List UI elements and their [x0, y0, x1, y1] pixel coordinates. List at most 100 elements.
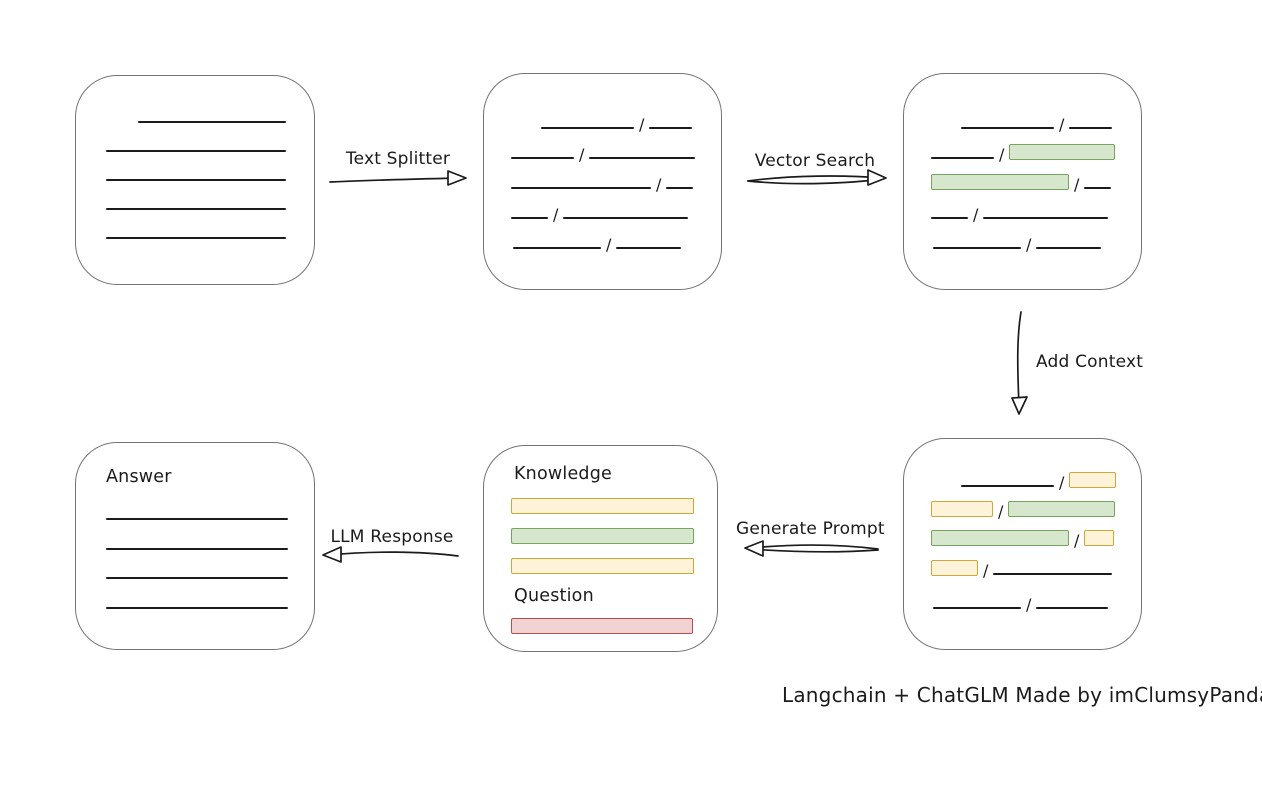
text-line	[983, 217, 1109, 219]
text-line	[1084, 187, 1112, 189]
text-row: /	[961, 471, 1117, 492]
text-line	[616, 247, 682, 249]
text-row: /	[933, 233, 1102, 254]
answer-label: Answer	[106, 467, 172, 487]
text-line	[138, 121, 286, 123]
llm-response-arrow	[322, 546, 459, 563]
text-line	[961, 485, 1054, 487]
text-row: /	[931, 529, 1115, 550]
text-line	[511, 217, 548, 219]
slash-separator: /	[1059, 115, 1065, 134]
text-line	[993, 573, 1113, 575]
text-line	[563, 217, 689, 219]
text-line	[931, 217, 968, 219]
green-chunk	[511, 528, 694, 544]
generate-prompt-label: Generate Prompt	[736, 519, 885, 539]
split-chunks-box: / / / / /	[483, 73, 722, 290]
slash-separator: /	[1074, 531, 1080, 550]
text-line	[961, 127, 1054, 129]
text-line	[931, 157, 994, 159]
text-line	[1036, 247, 1102, 249]
slash-separator: /	[998, 502, 1004, 521]
text-row	[106, 563, 288, 580]
text-row: /	[931, 559, 1113, 580]
text-row: /	[931, 500, 1116, 521]
yellow-chunk	[511, 498, 694, 514]
text-row	[138, 107, 286, 124]
text-row	[106, 194, 286, 211]
text-row: /	[511, 203, 689, 224]
yellow-chunk	[931, 560, 978, 576]
text-splitter-label: Text Splitter	[345, 149, 451, 169]
vector-search-arrow	[747, 169, 887, 186]
yellow-chunk	[1084, 530, 1115, 546]
red-chunk	[511, 618, 693, 634]
green-chunk	[931, 530, 1069, 546]
text-line	[541, 127, 634, 129]
yellow-chunk	[931, 501, 993, 517]
text-line	[511, 157, 574, 159]
green-chunk	[931, 174, 1069, 190]
text-row	[106, 223, 286, 240]
text-row	[511, 527, 694, 544]
text-row	[106, 136, 286, 153]
text-row	[511, 557, 694, 574]
answer-box: Answer	[75, 442, 315, 650]
slash-separator: /	[553, 205, 559, 224]
add-context-label: Add Context	[1036, 352, 1144, 372]
text-row: /	[513, 233, 682, 254]
llm-response-label: LLM Response	[330, 527, 454, 547]
slash-separator: /	[973, 205, 979, 224]
text-row	[106, 165, 286, 182]
text-line	[1036, 607, 1109, 609]
text-line	[933, 607, 1021, 609]
add-context-arrow	[1011, 311, 1028, 415]
slash-separator: /	[1059, 473, 1065, 492]
slash-separator: /	[1026, 235, 1032, 254]
text-line	[933, 247, 1021, 249]
slash-separator: /	[1026, 595, 1032, 614]
slash-separator: /	[606, 235, 612, 254]
slash-separator: /	[579, 145, 585, 164]
text-row: /	[931, 173, 1112, 193]
text-line	[106, 179, 286, 181]
caption: Langchain + ChatGLM Made by imClumsyPand…	[782, 683, 1262, 707]
text-line	[513, 247, 601, 249]
yellow-chunk	[1069, 472, 1117, 488]
text-row: /	[931, 203, 1109, 224]
text-line	[106, 548, 288, 550]
text-line	[106, 208, 286, 210]
text-row	[511, 617, 693, 634]
text-line	[666, 187, 694, 189]
text-row	[106, 504, 288, 521]
yellow-chunk	[511, 558, 694, 574]
prompt-box: Knowledge Question	[483, 445, 718, 652]
slash-separator: /	[983, 561, 989, 580]
slash-separator: /	[639, 115, 645, 134]
text-line	[106, 577, 288, 579]
text-row	[511, 497, 694, 514]
generate-prompt-arrow	[744, 540, 879, 557]
text-line	[511, 187, 651, 189]
text-row: /	[933, 593, 1109, 614]
text-row	[106, 534, 288, 551]
source-document-box	[75, 75, 315, 285]
text-line	[106, 150, 286, 152]
knowledge-label: Knowledge	[514, 464, 612, 484]
text-line	[106, 518, 288, 520]
text-row: /	[931, 143, 1116, 164]
context-chunks-box: / / / / /	[903, 438, 1142, 650]
text-line	[106, 607, 288, 609]
matched-chunks-box: / / / / /	[903, 73, 1142, 290]
text-row	[106, 593, 288, 610]
slash-separator: /	[999, 145, 1005, 164]
text-line	[649, 127, 693, 129]
text-line	[589, 157, 696, 159]
slash-separator: /	[656, 175, 662, 194]
question-label: Question	[514, 586, 594, 606]
vector-search-label: Vector Search	[754, 151, 876, 171]
text-splitter-arrow	[329, 170, 467, 186]
text-row: /	[541, 113, 693, 134]
text-row: /	[511, 173, 694, 194]
